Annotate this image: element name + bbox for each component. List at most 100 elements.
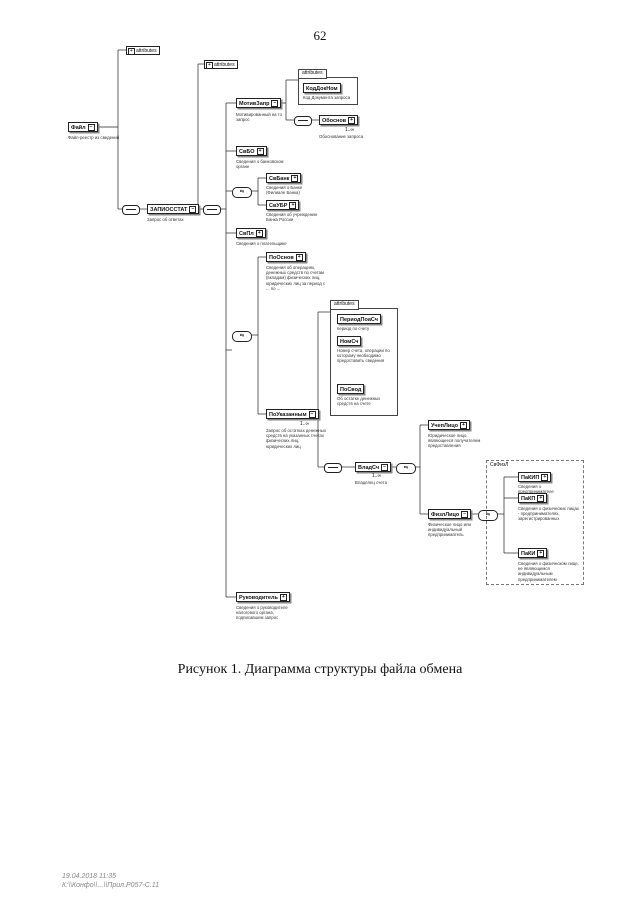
expand-icon: + (255, 230, 263, 238)
nomsch-label: НомСч (340, 339, 359, 345)
collapse-icon: − (461, 511, 469, 519)
sequence-compositor (294, 116, 312, 126)
attributes-tab[interactable]: attributes (330, 300, 359, 310)
poosnov-element[interactable]: ПоОснов+ (266, 252, 306, 262)
periodpoash-attribute[interactable]: ПериодПоаСч (337, 314, 381, 324)
collapse-icon: − (87, 124, 95, 132)
vladsch-element[interactable]: ВладСч− (355, 462, 392, 472)
periodpoash-annotation: период по счету (337, 326, 370, 331)
poukazanim-multiplicity: 1..∞ (300, 421, 310, 427)
expand-icon: + (289, 202, 297, 210)
expand-icon: + (537, 495, 545, 503)
footer-line-2: К:\\Конфо\\...\\Прил.Р057-С.11 (62, 882, 159, 889)
root-annotation: Файл-реестр из сведений (68, 135, 120, 140)
motivzapr-attributes-group: attributes КодДокНом Код Документа запро… (298, 69, 358, 105)
zapiosstat-attributes-label: attributes (214, 62, 235, 68)
koddoknom-label: КодДокНом (306, 86, 338, 92)
vladsch-annotation: Владелец счета (355, 480, 387, 485)
ullitso-annotation: Юридическое лицо, являющееся получателем… (428, 433, 481, 449)
pbp-element[interactable]: ПаКП+ (518, 493, 548, 503)
fio-annotation: Сведения о предпринимателе (518, 484, 554, 495)
fio-label: ПаКИП (521, 475, 540, 481)
figure-caption: Рисунок 1. Диаграмма структуры файла обм… (177, 662, 463, 677)
inn-annotation: Сведения о физическом лице, не являющемс… (518, 561, 579, 582)
svbo-label: СвБО (239, 149, 255, 155)
nomsch-annotation: Номер счета, операции по которому необхо… (337, 348, 390, 364)
root-element[interactable]: Файл− (68, 122, 98, 132)
inn-element[interactable]: ПаКИ+ (518, 548, 548, 558)
fizlitso-element[interactable]: ФизлЛицо− (428, 509, 472, 519)
obosnov-label: Обоснов (322, 118, 347, 124)
collapse-icon: − (189, 206, 197, 214)
choice-compositor: ⇆ (478, 510, 498, 521)
attributes-tab-label: attributes (334, 301, 355, 307)
expand-icon: + (541, 474, 549, 482)
svfizl-group-label: СвФизЛ (490, 462, 509, 468)
svbank-element[interactable]: СвБанк+ (266, 173, 302, 183)
expand-icon: + (128, 48, 135, 55)
motivzapr-annotation: Мотивированный на то запрос (236, 112, 283, 123)
motivzapr-element[interactable]: МотивЗапр− (236, 98, 282, 108)
svubr-label: СвУБР (269, 203, 288, 209)
sequence-compositor (122, 205, 140, 215)
rukovoditel-label: Руководитель (239, 595, 278, 601)
svbo-element[interactable]: СвБО+ (236, 146, 267, 156)
svubr-annotation: Сведения об учреждении Банка России (266, 212, 317, 223)
expand-icon: + (279, 594, 287, 602)
ullitso-label: УчепЛицо (431, 423, 458, 429)
sequence-compositor (203, 205, 221, 215)
expand-icon: + (459, 422, 467, 430)
zapiosstat-element[interactable]: ЗАПИОССТАТ− (147, 204, 200, 214)
attributes-tab-label: attributes (302, 70, 323, 76)
root-attributes[interactable]: + attributes (126, 46, 160, 55)
expand-icon: + (256, 148, 264, 156)
posvod-attribute[interactable]: ПоСвод (337, 384, 365, 394)
rukovoditel-element[interactable]: Руководитель+ (236, 592, 290, 602)
koddoknom-annotation: Код Документа запроса (303, 95, 351, 100)
zapiosstat-annotation: Запрос об ответах (147, 217, 184, 222)
svpl-label: СвПл (239, 231, 254, 237)
footer-line-1: 19.04.2018 11:35 (62, 873, 116, 880)
expand-icon: + (206, 62, 213, 69)
svpl-element[interactable]: СвПл+ (236, 228, 266, 238)
zapiosstat-attributes[interactable]: + attributes (204, 60, 238, 69)
svpl-annotation: Сведения о плательщике (236, 241, 287, 246)
svbo-annotation: Сведения о банковском органе (236, 159, 284, 170)
pbp-annotation: Сведения о физических лицах - предприним… (518, 506, 580, 522)
svbank-label: СвБанк (269, 176, 290, 182)
motivzapr-label: МотивЗапр (239, 101, 270, 107)
root-element-label: Файл (71, 125, 86, 131)
koddoknom-attribute[interactable]: КодДокНом (303, 83, 341, 93)
inn-label: ПаКИ (521, 551, 536, 557)
collapse-icon: − (381, 464, 389, 472)
svubr-element[interactable]: СвУБР+ (266, 200, 300, 210)
expand-icon: + (291, 175, 299, 183)
obosnov-multiplicity: 1..∞ (345, 127, 355, 133)
expand-icon: + (295, 254, 303, 262)
svfizl-group: СвФизЛ (486, 460, 584, 585)
attributes-tab[interactable]: attributes (298, 69, 327, 79)
poukazanim-element[interactable]: ПоУказанным− (266, 409, 319, 419)
fio-element[interactable]: ПаКИП+ (518, 472, 552, 482)
choice-compositor: ⇆ (232, 187, 252, 198)
periodpoash-label: ПериодПоаСч (340, 317, 378, 323)
poosnov-label: ПоОснов (269, 255, 294, 261)
posvod-annotation: Об остатке денежных средств на счете (337, 396, 381, 407)
ullitso-element[interactable]: УчепЛицо+ (428, 420, 470, 430)
nomsch-attribute[interactable]: НомСч (337, 336, 362, 346)
pbp-label: ПаКП (521, 496, 536, 502)
expand-icon: + (348, 117, 356, 125)
obosnov-element[interactable]: Обоснов+ (319, 115, 359, 125)
poosnov-annotation: Сведения об операциях, денежных средств … (266, 265, 326, 291)
rukovoditel-annotation: Сведения о руководителе налогового орган… (236, 605, 288, 621)
choice-compositor: ⇆ (232, 331, 252, 342)
poukazanim-annotation: Запрос об остатках денежных средств на у… (266, 428, 327, 449)
vladsch-multiplicity: 1..∞ (372, 473, 382, 479)
collapse-icon: − (271, 100, 279, 108)
svbank-annotation: Сведения о Банке (Филиале Банка) (266, 185, 303, 196)
root-attributes-label: attributes (136, 48, 157, 54)
poukazanim-attributes-group: attributes ПериодПоаСч период по счету Н… (330, 300, 398, 416)
expand-icon: + (537, 550, 545, 558)
obosnov-annotation: Обоснование запроса (319, 134, 364, 139)
poukazanim-label: ПоУказанным (269, 412, 307, 418)
